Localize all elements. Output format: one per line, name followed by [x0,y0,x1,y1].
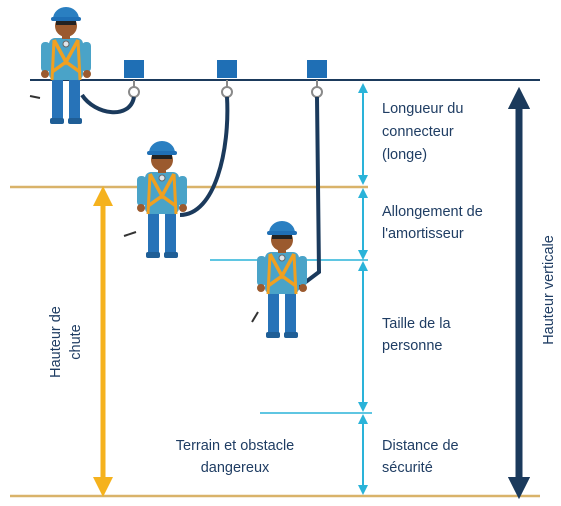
fall-height-label-1: Hauteur de [48,306,64,378]
vertical-height-label: Hauteur verticale [541,235,557,345]
safety-distance-label-1: Distance de [382,438,459,454]
connector-length-label-3: (longe) [382,147,427,163]
lanyard-icon [80,93,136,115]
person-height-label-2: personne [382,338,442,354]
person-height-label-1: Taille de la [382,316,451,332]
anchor-point-icon [124,60,144,98]
connector-length-label-1: Longueur du [382,101,463,117]
worker-icon [39,5,93,126]
lanyard-icon [179,96,230,217]
fall-height-label-2: chute [68,324,84,359]
anchor-point-icon [307,60,327,98]
safety-distance-label-2: sécurité [382,460,433,476]
connector-length-label-2: connecteur [382,124,454,140]
hand-tool-icon [251,311,259,323]
elongation-label-2: l'amortisseur [382,226,464,242]
hand-tool-icon [123,231,137,237]
worker-icon [255,219,309,340]
hand-tool-icon [29,95,41,99]
anchor-point-icon [217,60,237,98]
terrain-label-2: dangereux [201,460,270,476]
worker-icon [135,139,189,260]
elongation-label-1: Allongement de [382,204,483,220]
terrain-label-1: Terrain et obstacle [176,438,294,454]
